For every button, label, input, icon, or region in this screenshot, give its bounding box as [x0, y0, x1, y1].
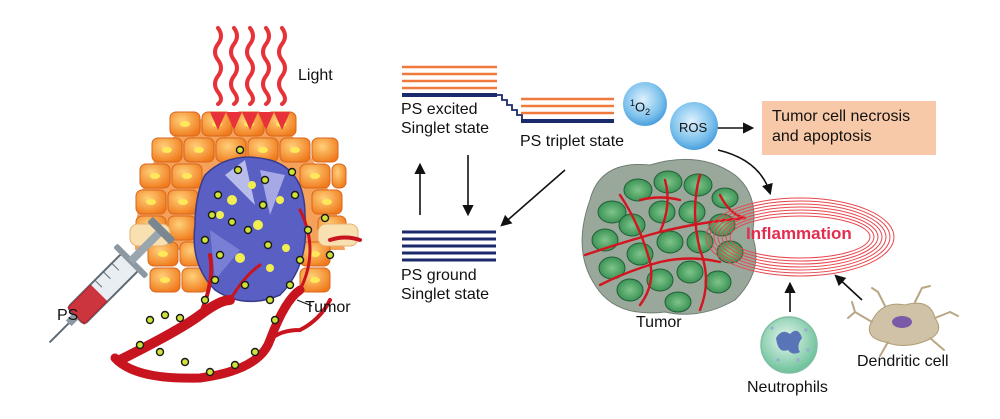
outcome-box: Tumor cell necrosis and apoptosis — [762, 101, 936, 155]
ground-singlet-level — [402, 230, 496, 262]
neutrophils-label: Neutrophils — [747, 379, 828, 396]
dendritic-arrow — [834, 274, 863, 301]
photosensitizer-particles — [135, 145, 335, 377]
ps-triplet-label: PS triplet state — [520, 133, 625, 150]
singlet-oxygen-symbol: O — [635, 99, 646, 115]
phosphorescence-arrow — [500, 169, 566, 227]
ps-label: PS — [57, 307, 79, 324]
light-ray-arrowheads — [210, 112, 290, 130]
inflammation-label: Inflammation — [746, 224, 852, 243]
excited-singlet-level — [402, 65, 497, 97]
neutrophil-icon — [760, 316, 818, 374]
light-ray-icon — [213, 26, 287, 106]
ps-ground-label-line1: PS ground — [401, 267, 477, 284]
transition-arrows — [414, 122, 863, 312]
outcome-line2: and apoptosis — [772, 128, 872, 145]
ps-ground-label-line2: Singlet state — [401, 286, 490, 303]
intersystem-crossing-steps — [497, 94, 523, 120]
energy-levels — [402, 65, 614, 262]
blood-vessels — [110, 208, 362, 383]
outcome-line1: Tumor cell necrosis — [772, 108, 911, 125]
ros-bubble — [670, 102, 718, 150]
normal-tissue-cells — [129, 111, 359, 293]
singlet-oxygen-superscript: 1 — [630, 98, 636, 108]
singlet-oxygen-bubble — [623, 82, 667, 126]
tumor-pointer — [296, 299, 313, 307]
ros-label: ROS — [679, 120, 708, 135]
tumor-label-left: Tumor — [305, 299, 351, 316]
ps-excited-label-line1: PS excited — [401, 101, 478, 118]
dendritic-cell-label: Dendritic cell — [857, 353, 949, 370]
ros-to-inflammation-arrow — [717, 149, 773, 196]
triplet-level — [521, 97, 614, 123]
dendritic-cell-icon — [847, 285, 959, 357]
light-label: Light — [298, 67, 333, 84]
inflammation-rings — [705, 197, 895, 277]
syringe-icon — [48, 217, 175, 344]
ps-excited-label-line2: Singlet state — [401, 120, 490, 137]
singlet-oxygen-subscript: 2 — [645, 106, 651, 117]
tumor-label-right: Tumor — [636, 314, 682, 331]
tissue-illustration — [48, 26, 362, 383]
singlet-oxygen-label: 1O2 — [630, 94, 650, 122]
